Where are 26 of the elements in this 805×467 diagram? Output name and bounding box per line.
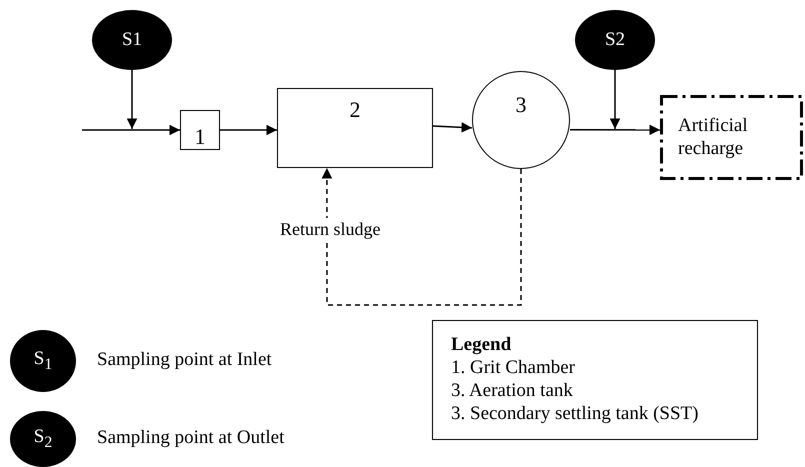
arrow bbox=[82, 124, 180, 136]
legend-box bbox=[432, 320, 758, 440]
legend-item: 3. Aeration tank bbox=[451, 380, 573, 403]
edge-label: Return sludge bbox=[278, 218, 382, 241]
node-label: 3 bbox=[516, 92, 526, 118]
node-label: S$_{2}$ bbox=[34, 426, 52, 452]
arrow bbox=[322, 168, 522, 306]
legend-heading: Legend bbox=[451, 334, 512, 358]
node-caption: Sampling point at Outlet bbox=[97, 427, 284, 449]
node-label: 1 bbox=[194, 124, 206, 150]
node-label: 2 bbox=[350, 97, 360, 124]
legend-item: 3. Secondary settling tank (SST) bbox=[451, 402, 698, 426]
legend-item: 1. Grit Chamber bbox=[451, 357, 576, 380]
process-box bbox=[180, 110, 220, 150]
node-label: S2 bbox=[604, 28, 626, 52]
node-label: S$_{1}$ bbox=[34, 348, 52, 374]
arrow bbox=[432, 122, 472, 133]
node-label: Artificial recharge bbox=[678, 114, 749, 160]
arrow bbox=[570, 124, 660, 136]
arrow bbox=[220, 124, 277, 136]
node-label: S1 bbox=[122, 28, 142, 52]
outlet-box bbox=[660, 95, 803, 180]
arrow bbox=[126, 70, 138, 129]
arrow bbox=[610, 70, 620, 129]
node-caption: Sampling point at Inlet bbox=[97, 349, 272, 371]
process-box bbox=[277, 88, 433, 168]
